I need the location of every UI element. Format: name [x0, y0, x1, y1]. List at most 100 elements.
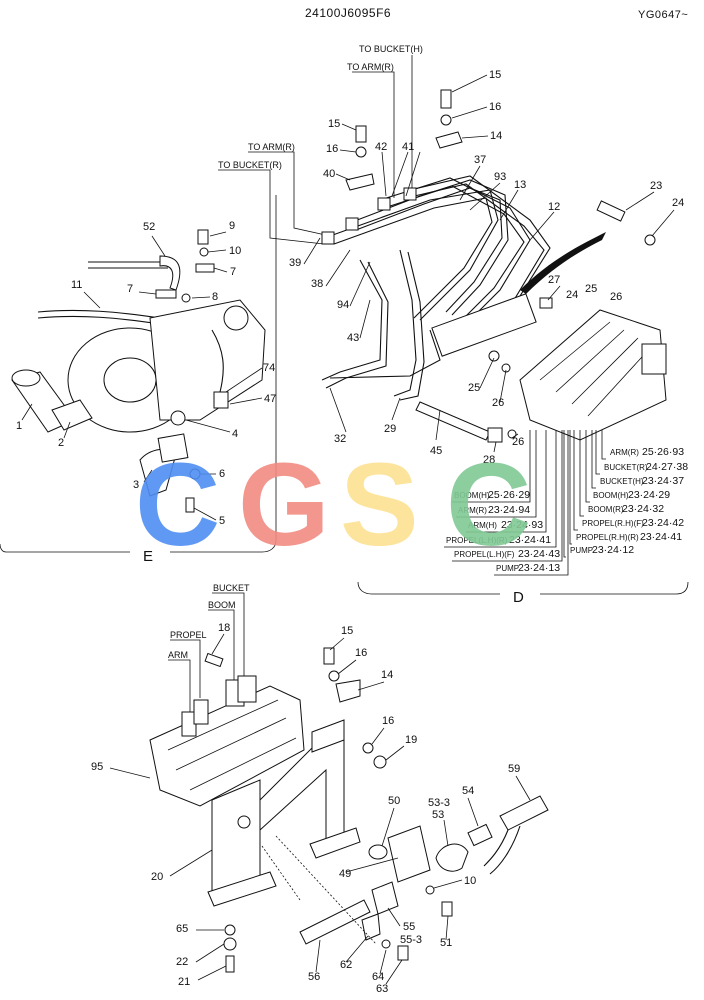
callout-29: 29	[384, 423, 396, 435]
fitting-18	[204, 652, 224, 668]
callout-15b: 15	[328, 118, 340, 130]
watermark-letter-c2: C	[446, 439, 531, 571]
watermark-letter-g: G	[238, 439, 330, 571]
callout-19: 19	[405, 734, 417, 746]
callout-24b: 24	[566, 289, 578, 301]
callout-23: 23	[650, 180, 662, 192]
callout-27: 27	[548, 274, 560, 286]
port-label: ARM(R)	[610, 448, 639, 457]
callout-13: 13	[514, 179, 526, 191]
bolt-51	[441, 901, 453, 917]
adapter-23	[596, 200, 626, 222]
callout-43: 43	[347, 332, 359, 344]
callout-15: 15	[489, 69, 501, 81]
port-label: PUMP	[570, 546, 593, 555]
port-manifold	[431, 293, 537, 357]
o-ring-8	[181, 293, 191, 303]
bolt-5	[185, 497, 195, 513]
port-label: PROPEL(R.H)(R)	[576, 533, 639, 542]
cgsc-watermark: C G S C	[135, 439, 531, 571]
port-ref: 23·24·32	[622, 503, 664, 515]
port-label: BOOM(H)	[454, 491, 490, 500]
port-label: BOOM(H)	[593, 491, 629, 500]
callout-25b: 25	[468, 382, 480, 394]
valve-label-propel: PROPEL	[170, 630, 207, 640]
callout-42: 42	[375, 141, 387, 153]
callout-16b: 16	[326, 143, 338, 155]
port-label: BUCKET(H)	[600, 477, 644, 486]
port-label: PROPEL(R.H)(F)	[582, 519, 644, 528]
port-ref: 23·24·29	[628, 489, 670, 501]
bolt-15-lower	[323, 647, 335, 665]
nut-19	[373, 755, 387, 769]
o-ring-4	[170, 410, 186, 426]
callout-16-lower: 16	[355, 647, 367, 659]
callout-7b: 7	[127, 283, 133, 295]
callout-25: 25	[585, 283, 597, 295]
callout-37: 37	[474, 154, 486, 166]
tag-to-arm-r-top: TO ARM(R)	[347, 62, 394, 72]
callout-55-3: 55-3	[400, 934, 422, 946]
callout-14-lower: 14	[381, 669, 393, 681]
direction-arrow	[520, 232, 606, 294]
adapter-27	[539, 297, 553, 309]
clip-7b	[155, 289, 177, 299]
callout-14: 14	[490, 130, 502, 142]
clamp-14-lower	[335, 679, 361, 703]
callout-16: 16	[489, 101, 501, 113]
callout-7: 7	[230, 266, 236, 278]
drawing-number: 24100J6095F6	[305, 6, 392, 20]
callout-50: 50	[388, 795, 400, 807]
callout-49: 49	[339, 868, 351, 880]
port-ref: 23·24·13	[518, 562, 560, 574]
clip-7	[195, 263, 215, 273]
callout-32: 32	[334, 433, 346, 445]
bolt-63	[397, 945, 409, 961]
callout-56: 56	[308, 971, 320, 983]
callout-39: 39	[289, 257, 301, 269]
clamp-40	[345, 173, 375, 191]
tag-to-bucket-r: TO BUCKET(R)	[218, 160, 282, 170]
control-valve-block	[519, 309, 667, 441]
callout-5: 5	[219, 515, 225, 527]
clamp-14	[435, 131, 463, 149]
bolt-15	[440, 89, 452, 109]
hose-56	[299, 899, 371, 945]
washer-65	[224, 924, 236, 936]
callout-24: 24	[672, 197, 684, 209]
callout-3: 3	[133, 479, 139, 491]
callout-12: 12	[548, 201, 560, 213]
callout-51: 51	[440, 937, 452, 949]
callout-41: 41	[402, 141, 414, 153]
callout-21: 21	[178, 976, 190, 988]
washer-10-lower	[425, 885, 435, 895]
washer-16	[440, 114, 452, 126]
adapter-54	[467, 823, 493, 847]
flange-49	[387, 825, 431, 883]
port-ref-right: ARM(R) 25·26·93 BUCKET(R) 24·27·38 BUCKE…	[563, 430, 688, 558]
callout-64: 64	[372, 971, 384, 983]
callout-62: 62	[340, 959, 352, 971]
serial-range: YG0647~	[638, 9, 689, 21]
port-ref: 23·24·93	[501, 519, 543, 531]
view-d-callouts: 15 16 14 15 16 42 41 37 93 13 40 12 23 2…	[289, 69, 684, 466]
valve-label-arm: ARM	[168, 650, 188, 660]
washer-16-lower	[328, 670, 340, 682]
callout-10-lower: 10	[464, 875, 476, 887]
callout-52: 52	[143, 221, 155, 233]
callout-2: 2	[58, 437, 64, 449]
tag-to-bucket-h: TO BUCKET(H)	[359, 44, 423, 54]
view-e-label: E	[143, 548, 153, 565]
port-ref: 23·24·43	[518, 548, 560, 560]
callout-22: 22	[176, 956, 188, 968]
fitting-39	[321, 231, 335, 245]
flange	[157, 433, 189, 463]
callout-63: 63	[376, 983, 388, 995]
valve-label-boom: BOOM	[208, 600, 236, 610]
port-label: BUCKET(R)	[604, 463, 648, 472]
watermark-letter-s: S	[340, 439, 419, 571]
callout-53: 53	[432, 809, 444, 821]
hose-elbow	[159, 255, 181, 291]
